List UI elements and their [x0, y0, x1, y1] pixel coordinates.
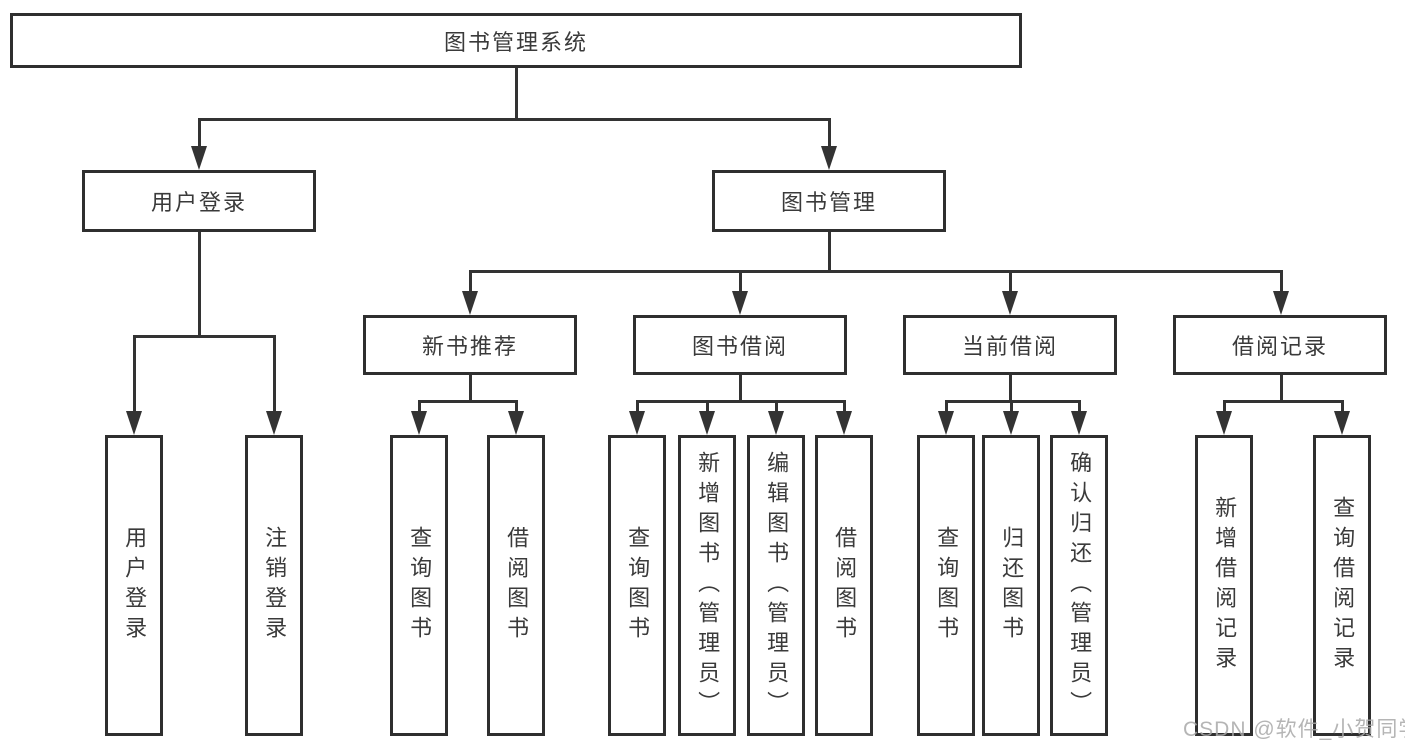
connector-user-login-stem	[198, 232, 201, 338]
arrowhead-icon	[1334, 411, 1350, 435]
arrowhead-icon	[1003, 411, 1019, 435]
connector-borrow-records-stem	[1280, 375, 1283, 403]
arrowhead-icon	[629, 411, 645, 435]
connector-drop	[1341, 400, 1344, 415]
node-new-book-recommend: 新书推荐	[363, 315, 577, 375]
connector-current-borrow-bar	[945, 400, 1081, 403]
connector-drop	[636, 400, 639, 415]
arrowhead-icon	[1273, 291, 1289, 315]
node-current-borrow: 当前借阅	[903, 315, 1117, 375]
leaf-label: 注销登录	[262, 525, 288, 646]
leaf-query-books-recommend: 查询图书	[390, 435, 448, 736]
arrowhead-icon	[938, 411, 954, 435]
connector-drop-current-borrow	[1009, 270, 1012, 295]
node-label: 当前借阅	[961, 334, 1058, 359]
connector-drop	[1078, 400, 1081, 415]
node-book-borrow: 图书借阅	[633, 315, 847, 375]
arrowhead-icon	[126, 411, 142, 435]
connector-book-borrow-bar	[636, 400, 846, 403]
arrowhead-icon	[411, 411, 427, 435]
connector-drop	[706, 400, 709, 415]
connector-drop	[418, 400, 421, 415]
connector-book-management-bar	[469, 270, 1283, 273]
connector-drop-book-management	[828, 118, 831, 150]
node-user-login: 用户登录	[82, 170, 316, 232]
arrowhead-icon	[1002, 291, 1018, 315]
leaf-label: 新增图书（管理员）	[695, 450, 721, 721]
leaf-label: 新增借阅记录	[1212, 495, 1238, 676]
connector-drop	[1223, 400, 1226, 415]
arrowhead-icon	[508, 411, 524, 435]
connector-drop-book-borrow	[739, 270, 742, 295]
leaf-query-books-current: 查询图书	[917, 435, 975, 736]
leaf-label: 归还图书	[999, 525, 1025, 646]
connector-user-login-bar	[133, 335, 276, 338]
connector-current-borrow-stem	[1009, 375, 1012, 403]
leaf-label: 借阅图书	[504, 525, 530, 646]
node-label: 借阅记录	[1231, 334, 1328, 359]
leaf-label: 查询借阅记录	[1330, 495, 1356, 676]
connector-drop-leaf-user-login	[133, 335, 136, 415]
node-label: 图书管理系统	[443, 29, 588, 55]
connector-drop-leaf-logout	[273, 335, 276, 415]
arrowhead-icon	[699, 411, 715, 435]
leaf-add-borrow-record: 新增借阅记录	[1195, 435, 1253, 736]
connector-drop	[945, 400, 948, 415]
node-book-management: 图书管理	[712, 170, 946, 232]
connector-borrow-records-bar	[1223, 400, 1344, 403]
leaf-add-book-admin: 新增图书（管理员）	[678, 435, 736, 736]
leaf-label: 确认归还（管理员）	[1067, 450, 1093, 721]
leaf-user-login: 用户登录	[105, 435, 163, 736]
leaf-label: 查询图书	[934, 525, 960, 646]
arrowhead-icon	[1216, 411, 1232, 435]
connector-drop-new-book	[469, 270, 472, 295]
leaf-label: 编辑图书（管理员）	[764, 450, 790, 721]
leaf-borrow-books-recommend: 借阅图书	[487, 435, 545, 736]
connector-new-book-bar	[418, 400, 518, 403]
connector-book-management-stem	[828, 232, 831, 273]
arrowhead-icon	[821, 146, 837, 170]
leaf-query-books-borrow: 查询图书	[608, 435, 666, 736]
node-label: 图书管理	[780, 190, 877, 215]
node-label: 图书借阅	[691, 334, 788, 359]
leaf-label: 借阅图书	[832, 525, 858, 646]
arrowhead-icon	[732, 291, 748, 315]
arrowhead-icon	[836, 411, 852, 435]
connector-book-borrow-stem	[739, 375, 742, 403]
connector-drop-borrow-records	[1280, 270, 1283, 295]
node-label: 用户登录	[150, 190, 247, 215]
arrowhead-icon	[462, 291, 478, 315]
csdn-watermark: CSDN @软件_小贺同学	[1183, 718, 1405, 741]
arrowhead-icon	[768, 411, 784, 435]
connector-drop	[775, 400, 778, 415]
connector-new-book-stem	[469, 375, 472, 403]
node-book-management-system: 图书管理系统	[10, 13, 1022, 68]
leaf-label: 用户登录	[122, 525, 148, 646]
leaf-borrow-books: 借阅图书	[815, 435, 873, 736]
leaf-edit-book-admin: 编辑图书（管理员）	[747, 435, 805, 736]
connector-root-stem	[515, 68, 518, 121]
node-label: 新书推荐	[421, 334, 518, 359]
leaf-label: 查询图书	[625, 525, 651, 646]
node-borrow-records: 借阅记录	[1173, 315, 1387, 375]
connector-drop	[1010, 400, 1013, 415]
arrowhead-icon	[1071, 411, 1087, 435]
leaf-query-borrow-record: 查询借阅记录	[1313, 435, 1371, 736]
leaf-confirm-return-admin: 确认归还（管理员）	[1050, 435, 1108, 736]
connector-root-bar	[198, 118, 831, 121]
connector-drop-user-login	[198, 118, 201, 150]
arrowhead-icon	[191, 146, 207, 170]
leaf-label: 查询图书	[407, 525, 433, 646]
connector-drop	[515, 400, 518, 415]
connector-drop	[843, 400, 846, 415]
leaf-return-books: 归还图书	[982, 435, 1040, 736]
leaf-logout-login: 注销登录	[245, 435, 303, 736]
arrowhead-icon	[266, 411, 282, 435]
